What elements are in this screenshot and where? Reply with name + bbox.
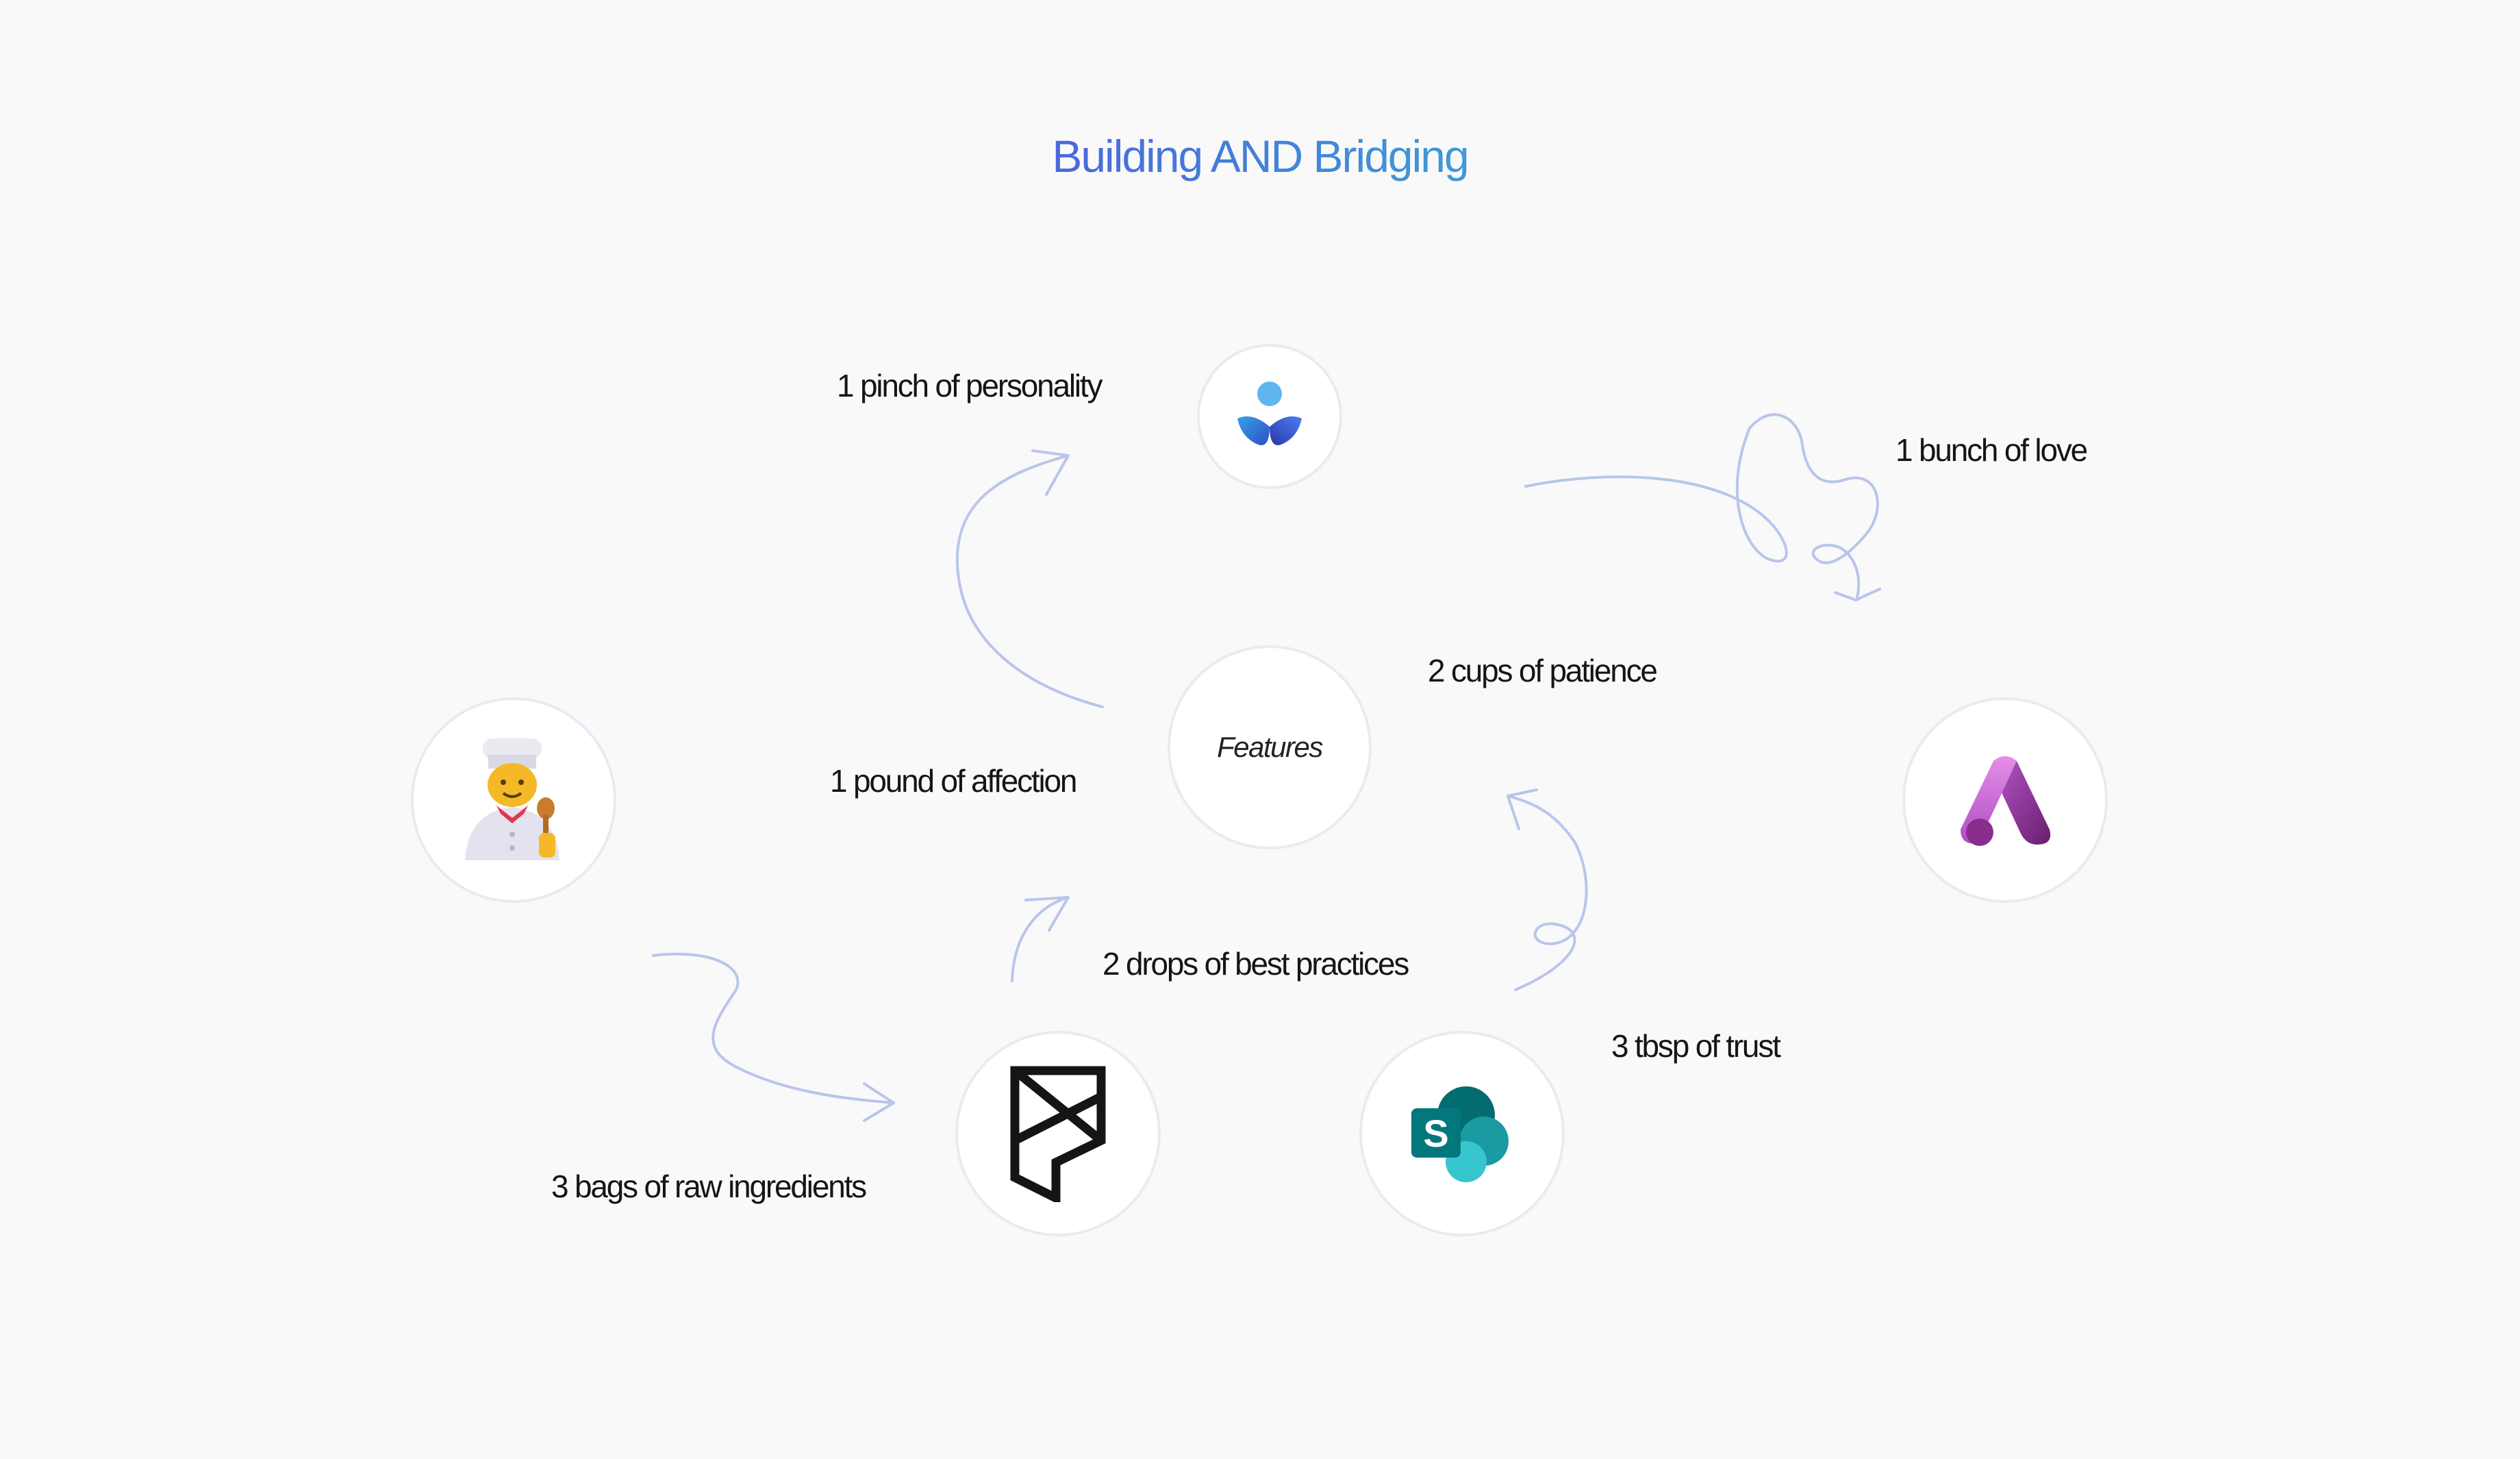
viva-engage-logo-icon: [1237, 382, 1302, 445]
top-node: [1197, 344, 1342, 489]
chef-node: [411, 697, 616, 903]
label-pinch-of-personality: 1 pinch of personality: [837, 368, 1103, 403]
arrowhead-features-to-top: [1031, 449, 1070, 496]
features-label: Features: [1217, 731, 1323, 763]
arrow-features-to-top: [955, 454, 1104, 708]
framer-node: [955, 1031, 1161, 1236]
arrowhead-top-to-right: [1834, 588, 1881, 601]
label-tbsp-of-trust: 3 tbsp of trust: [1611, 1028, 1781, 1064]
arrowhead-chef-to-framer: [863, 1082, 895, 1122]
label-bags-of-raw-ingredients: 3 bags of raw ingredients: [551, 1169, 867, 1204]
arrow-framer-to-features: [1011, 896, 1070, 982]
arrowhead-framer-to-features: [1024, 896, 1070, 932]
page-title: Building AND Bridging: [0, 130, 2520, 182]
arrow-chef-to-framer: [652, 952, 895, 1104]
label-drops-of-best-practices: 2 drops of best practices: [1102, 946, 1409, 982]
sharepoint-logo-icon: S: [1411, 1086, 1509, 1182]
label-bunch-of-love: 1 bunch of love: [1895, 432, 2088, 468]
sharepoint-letter: S: [1423, 1112, 1448, 1155]
right-node: [1902, 697, 2108, 903]
label-pound-of-affection: 1 pound of affection: [830, 763, 1077, 799]
features-node: Features: [1168, 645, 1372, 849]
power-apps-logo-icon: [1961, 756, 2051, 846]
label-cups-of-patience: 2 cups of patience: [1428, 653, 1658, 688]
chef-emoji-icon: [465, 738, 559, 860]
arrow-sharepoint-to-features: [1507, 795, 1588, 991]
arrowhead-sharepoint-to-features: [1507, 788, 1538, 830]
sharepoint-node: S: [1359, 1031, 1565, 1236]
framer-logo-icon: [1010, 1066, 1106, 1202]
arrow-top-to-right: [1524, 413, 1879, 599]
